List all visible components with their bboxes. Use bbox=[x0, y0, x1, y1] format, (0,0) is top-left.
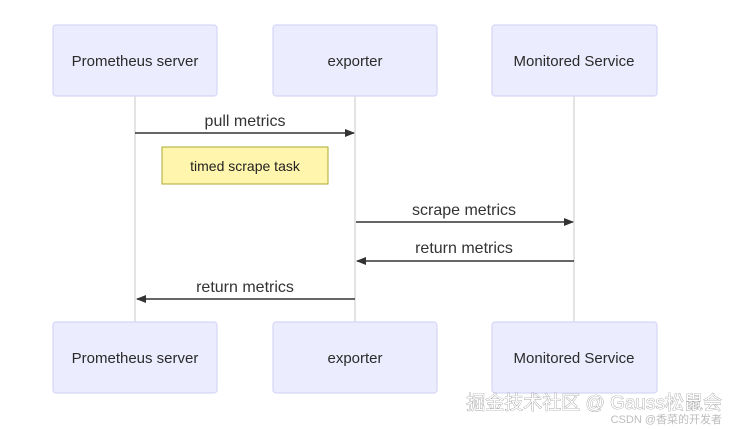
actor-label: Prometheus server bbox=[72, 53, 199, 70]
actor-top-monitored-service: Monitored Service bbox=[491, 24, 658, 97]
watermark-text: 掘金技术社区 @ Gauss松鼠会 bbox=[466, 392, 722, 414]
watermark-subtext: CSDN @香菜的开发者 bbox=[611, 412, 722, 426]
message-return-metrics-to-exporter: return metrics bbox=[356, 240, 574, 265]
actor-label: Monitored Service bbox=[514, 350, 635, 367]
message-scrape-metrics: scrape metrics bbox=[356, 202, 574, 226]
note-timed-scrape-task: timed scrape task bbox=[161, 146, 329, 185]
message-label: scrape metrics bbox=[412, 202, 516, 219]
note-label: timed scrape task bbox=[190, 158, 301, 174]
actor-label: Prometheus server bbox=[72, 350, 199, 367]
actor-bottom-prometheus-server: Prometheus server bbox=[52, 321, 218, 394]
actor-label: exporter bbox=[327, 350, 382, 367]
message-label: pull metrics bbox=[205, 113, 286, 130]
actor-bottom-exporter: exporter bbox=[272, 321, 438, 394]
actor-top-exporter: exporter bbox=[272, 24, 438, 97]
message-return-metrics-to-prometheus: return metrics bbox=[136, 279, 355, 303]
message-label: return metrics bbox=[196, 279, 294, 296]
actor-top-prometheus-server: Prometheus server bbox=[52, 24, 218, 97]
actor-label: Monitored Service bbox=[514, 53, 635, 70]
actor-bottom-monitored-service: Monitored Service bbox=[491, 321, 658, 394]
actor-label: exporter bbox=[327, 53, 382, 70]
message-pull-metrics: pull metrics bbox=[135, 113, 355, 137]
message-label: return metrics bbox=[415, 240, 513, 257]
